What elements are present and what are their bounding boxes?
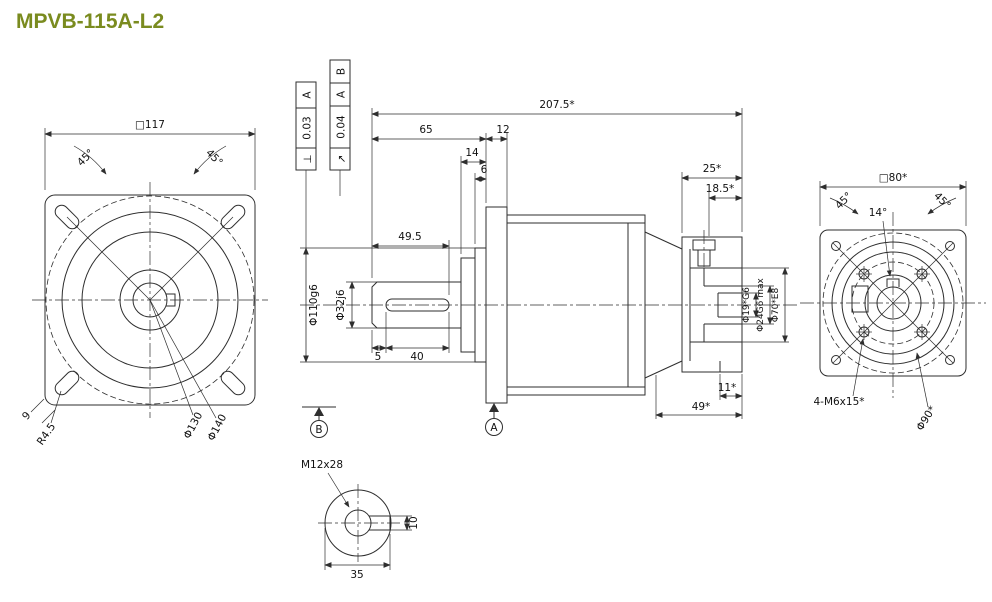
dim-front-bolt-circle: Φ130 xyxy=(181,410,205,441)
dim-rear-angle-right: 45° xyxy=(931,190,953,212)
dim-bore-19: Φ19*G6 xyxy=(742,287,752,323)
fcf-runout-symbol: ↗ xyxy=(336,155,348,164)
section-dimensions: 207.5* 65 12 14 6 49.5 5 40 xyxy=(300,99,789,419)
front-circles xyxy=(45,195,255,405)
detail-view: M12x28 10 35 xyxy=(301,459,420,581)
shaft-keyway xyxy=(385,298,450,312)
dim-rear-angle-left: 45° xyxy=(833,190,855,212)
rear-flange-outline xyxy=(819,229,967,377)
motor-adapter xyxy=(681,236,743,373)
detail-centerlines xyxy=(318,484,400,562)
section-view: 207.5* 65 12 14 6 49.5 5 40 xyxy=(300,99,800,438)
front-view: □117 45° 45° 9 R4.5 Φ130 Φ140 xyxy=(20,119,268,448)
rear-dimensions: □80* 45° 45° 14° 4-M6x15* Φ90* xyxy=(813,172,967,433)
dim-key-5: 5 xyxy=(375,351,382,363)
dim-shaft-diameter: Φ32j6 xyxy=(335,289,347,321)
detail-bore xyxy=(344,509,372,537)
front-flange-outline xyxy=(44,194,256,406)
dim-rear-bolt-holes: 4-M6x15* xyxy=(813,396,864,408)
dim-12: 12 xyxy=(496,124,509,136)
dim-pilot-diameter: Φ110g6 xyxy=(308,284,320,326)
dim-front-outer-circle: Φ140 xyxy=(205,412,229,443)
dim-overall-length: 207.5* xyxy=(539,99,574,111)
gearbox-body xyxy=(506,214,646,396)
dim-11: 11* xyxy=(718,382,737,394)
datum-b: B xyxy=(302,406,336,438)
dim-front-angle-left: 45° xyxy=(75,147,97,169)
dim-65: 65 xyxy=(419,124,432,136)
dim-detail-key-width: 10 xyxy=(408,516,420,529)
feature-control-frames: ⊥ 0.03 A ↗ 0.04 A B xyxy=(295,59,351,196)
datum-a-label: A xyxy=(490,422,498,434)
dim-25: 25* xyxy=(703,163,722,175)
detail-outer-circle xyxy=(324,489,392,557)
fcf-runout-datum2: B xyxy=(336,68,348,75)
rear-view: □80* 45° 45° 14° 4-M6x15* Φ90* xyxy=(800,172,986,433)
dim-front-radius: R4.5 xyxy=(35,421,59,448)
fcf-runout-tolerance: 0.04 xyxy=(336,115,348,139)
dim-49: 49* xyxy=(692,401,711,413)
rear-circles xyxy=(822,232,964,374)
datum-a: A xyxy=(485,403,503,436)
fcf-runout: ↗ 0.04 A B xyxy=(329,59,351,171)
dim-bore-24: Φ24G6 max xyxy=(756,277,766,331)
rear-centerlines xyxy=(800,212,986,398)
dim-key-40: 40 xyxy=(410,351,423,363)
dim-rear-angle-14: 14° xyxy=(869,207,888,219)
detail-keyway xyxy=(369,515,391,531)
front-dimensions: □117 45° 45° 9 R4.5 Φ130 Φ140 xyxy=(20,119,256,448)
dim-6: 6 xyxy=(481,164,488,176)
detail-dimensions: M12x28 10 35 xyxy=(301,459,420,581)
dim-keyway-length: 49.5 xyxy=(398,231,421,243)
dim-detail-length: 35 xyxy=(350,569,363,581)
rear-bore-keyway xyxy=(886,278,900,287)
dim-14: 14 xyxy=(465,147,479,159)
datum-b-label: B xyxy=(315,424,322,436)
dim-front-angle-right: 45° xyxy=(203,147,225,169)
dim-bore-70: Φ70*E8 xyxy=(771,288,781,323)
fcf-runout-datum1: A xyxy=(336,90,348,98)
front-construction-lines xyxy=(30,216,234,424)
rear-corner-holes xyxy=(831,241,955,365)
dim-front-square: □117 xyxy=(135,119,165,131)
dim-18-5: 18.5* xyxy=(706,183,735,195)
fcf-perp-tolerance: 0.03 xyxy=(302,116,314,139)
drawing-title: MPVB-115A-L2 xyxy=(16,10,164,33)
fcf-perpendicularity: ⊥ 0.03 A xyxy=(295,81,317,171)
dim-rear-square: □80* xyxy=(879,172,908,184)
dim-rear-bolt-circle: Φ90* xyxy=(914,404,938,433)
fcf-perp-symbol: ⊥ xyxy=(302,154,314,163)
rear-key-section xyxy=(851,285,869,313)
dim-detail-thread: M12x28 xyxy=(301,459,343,471)
fcf-perp-datum: A xyxy=(302,91,314,99)
front-bore-keyway xyxy=(166,293,176,307)
rear-bolt-holes xyxy=(856,266,930,340)
